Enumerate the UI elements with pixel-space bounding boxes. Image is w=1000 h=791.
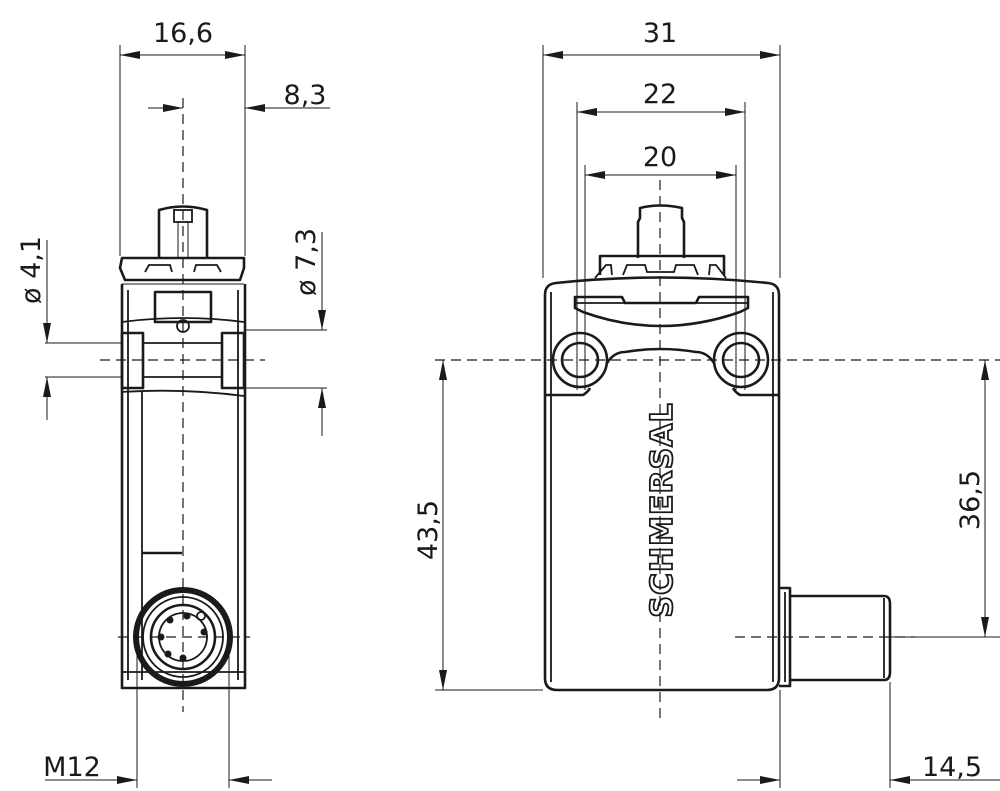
- dim-front-width: 31: [643, 18, 677, 49]
- dim-side-half-width: 8,3: [284, 80, 327, 111]
- dim-hole-spacing: 20: [643, 142, 677, 173]
- dim-front-height: 43,5: [413, 500, 444, 560]
- front-cap: [594, 254, 727, 279]
- side-cap: [118, 256, 246, 285]
- front-view: SCHMERSAL 31 22 20 43,5 36,5 14,5: [413, 18, 1000, 788]
- dim-side-width: 16,6: [153, 18, 213, 49]
- dim-connector-height: 36,5: [955, 470, 986, 530]
- front-plunger: [636, 204, 686, 258]
- dim-front-cap-width: 22: [643, 79, 677, 110]
- brand-logo: SCHMERSAL: [645, 402, 680, 617]
- dim-side-hole-diameter: ø 4,1: [16, 236, 47, 304]
- dim-connector-thread: M12: [43, 752, 101, 783]
- front-body: SCHMERSAL: [543, 276, 781, 692]
- side-view: 16,6 8,3 ø 4,1 ø 7,3 M12: [16, 18, 330, 788]
- dim-side-counterbore-diameter: ø 7,3: [291, 228, 322, 296]
- dim-connector-length: 14,5: [922, 752, 982, 783]
